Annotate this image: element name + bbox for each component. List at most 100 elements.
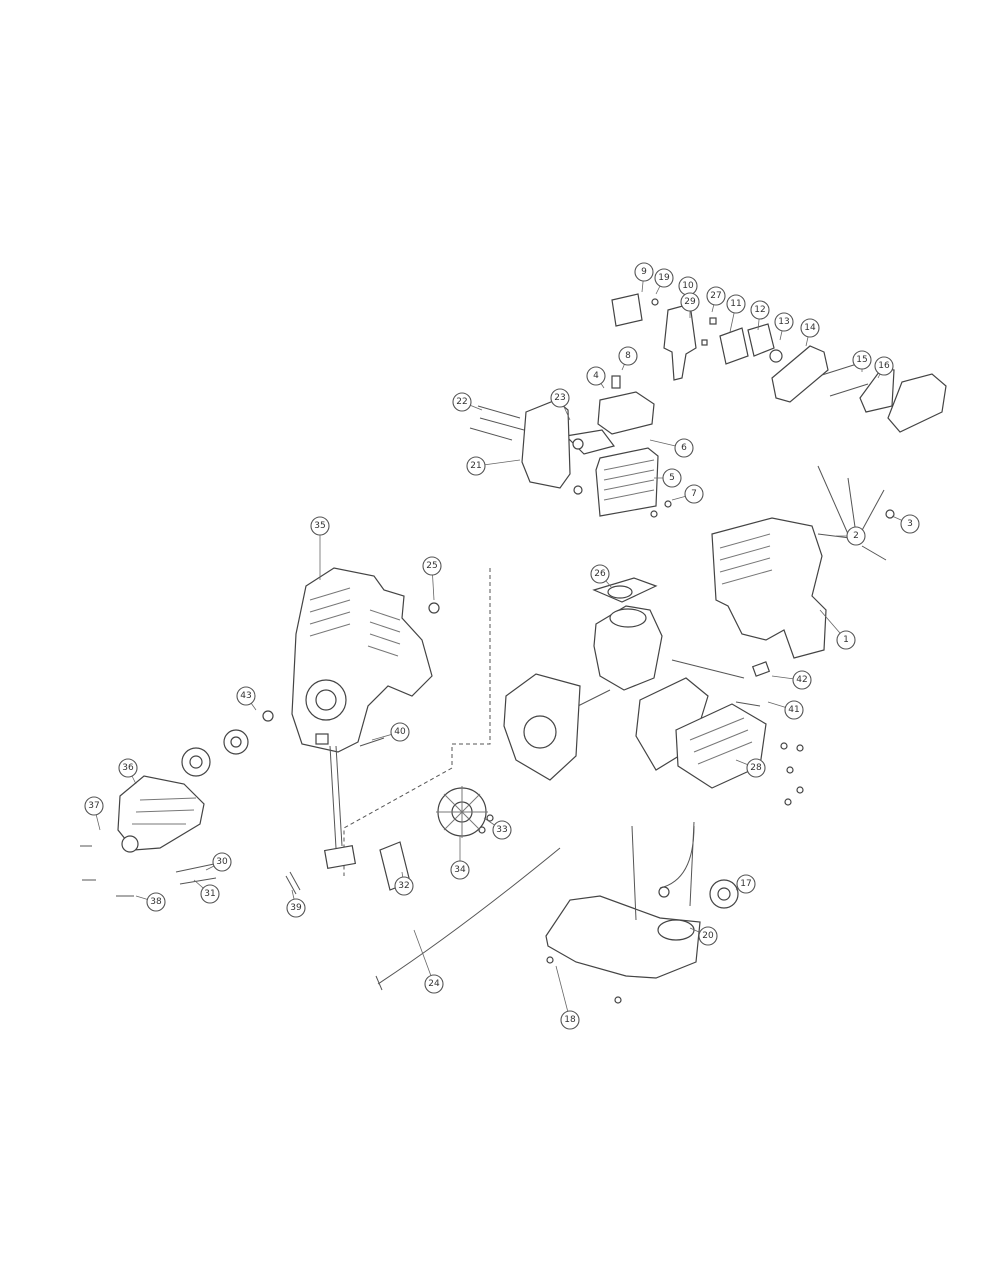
callout-circle-36 — [118, 758, 138, 778]
callout-circle-16 — [874, 356, 894, 376]
callout-2: 2 — [836, 526, 866, 546]
crankcase-assembly — [470, 577, 804, 834]
callout-number-26: 26 — [594, 569, 606, 579]
callout-number-8: 8 — [625, 351, 631, 361]
callout-number-10: 10 — [682, 281, 694, 291]
callout-38: 38 — [135, 892, 166, 912]
callout-number-16: 16 — [878, 361, 890, 371]
callout-4: 4 — [586, 366, 606, 389]
callout-6: 6 — [649, 438, 694, 458]
callout-number-29: 29 — [684, 297, 696, 307]
callout-circle-31 — [200, 884, 220, 904]
callout-circle-37 — [84, 796, 104, 816]
callout-circle-32 — [394, 876, 414, 896]
fuel-tank — [545, 821, 739, 1004]
callout-27: 27 — [706, 286, 726, 313]
callout-circle-39 — [286, 898, 306, 918]
callout-21: 21 — [466, 456, 521, 476]
callout-circle-24 — [424, 974, 444, 994]
callout-circle-13 — [774, 312, 794, 332]
callout-5: 5 — [654, 468, 682, 488]
callout-24: 24 — [413, 929, 444, 994]
callout-29: 29 — [680, 292, 700, 318]
callout-number-37: 37 — [88, 801, 99, 811]
callout-number-36: 36 — [122, 763, 134, 773]
callout-number-38: 38 — [150, 897, 162, 907]
callout-number-13: 13 — [778, 317, 789, 327]
callout-30: 30 — [205, 852, 232, 872]
callout-35: 35 — [310, 516, 330, 580]
callout-circle-6 — [674, 438, 694, 458]
callout-43: 43 — [236, 686, 257, 711]
callout-19: 19 — [654, 268, 674, 295]
callout-number-43: 43 — [240, 691, 251, 701]
callout-31: 31 — [193, 879, 220, 904]
callout-circle-22 — [452, 392, 472, 412]
callout-circle-30 — [212, 852, 232, 872]
callout-number-24: 24 — [428, 979, 440, 989]
callout-42: 42 — [771, 670, 812, 690]
callout-circle-7 — [684, 484, 704, 504]
callout-22: 22 — [452, 392, 483, 412]
callout-number-34: 34 — [454, 865, 466, 875]
callout-circle-34 — [450, 860, 470, 880]
callout-17: 17 — [735, 874, 756, 894]
callout-circle-21 — [466, 456, 486, 476]
callout-28: 28 — [735, 758, 766, 778]
callout-circle-38 — [146, 892, 166, 912]
callout-circle-3 — [900, 514, 920, 534]
callout-number-7: 7 — [691, 489, 697, 499]
callout-number-32: 32 — [398, 881, 409, 891]
callout-circle-43 — [236, 686, 256, 706]
callout-number-12: 12 — [754, 305, 765, 315]
callout-number-27: 27 — [710, 291, 721, 301]
callout-number-18: 18 — [564, 1015, 576, 1025]
callout-41: 41 — [767, 700, 804, 720]
callout-number-39: 39 — [290, 903, 302, 913]
callout-20: 20 — [689, 926, 718, 946]
callout-circle-25 — [422, 556, 442, 576]
callout-15: 15 — [852, 350, 872, 372]
callout-number-21: 21 — [470, 461, 481, 471]
callout-circle-12 — [750, 300, 770, 320]
callout-number-30: 30 — [216, 857, 228, 867]
callout-number-40: 40 — [394, 727, 406, 737]
callout-circle-28 — [746, 758, 766, 778]
callout-circle-20 — [698, 926, 718, 946]
callout-number-1: 1 — [843, 635, 849, 645]
callout-1: 1 — [819, 609, 856, 650]
callout-circle-17 — [736, 874, 756, 894]
callout-9: 9 — [634, 262, 654, 293]
throttle-cable — [375, 847, 561, 991]
callout-12: 12 — [750, 300, 770, 331]
callout-37: 37 — [84, 796, 104, 831]
callout-circle-26 — [590, 564, 610, 584]
callout-number-17: 17 — [740, 879, 751, 889]
callout-circle-14 — [800, 318, 820, 338]
callout-number-33: 33 — [496, 825, 507, 835]
callout-33: 33 — [483, 817, 512, 840]
callout-7: 7 — [671, 484, 704, 504]
callout-circle-35 — [310, 516, 330, 536]
callout-circle-41 — [784, 700, 804, 720]
callout-circle-19 — [654, 268, 674, 288]
callout-circle-1 — [836, 630, 856, 650]
callout-circle-40 — [390, 722, 410, 742]
callout-circle-33 — [492, 820, 512, 840]
callout-circle-29 — [680, 292, 700, 312]
callout-number-6: 6 — [681, 443, 687, 453]
callout-13: 13 — [774, 312, 794, 341]
callout-16: 16 — [874, 356, 894, 379]
callout-number-41: 41 — [788, 705, 799, 715]
callout-number-9: 9 — [641, 267, 647, 277]
callout-14: 14 — [800, 318, 820, 347]
callout-number-31: 31 — [204, 889, 215, 899]
callout-number-35: 35 — [314, 521, 325, 531]
callout-leader-24 — [413, 929, 435, 985]
callout-10: 10 — [678, 276, 698, 305]
callout-circle-15 — [852, 350, 872, 370]
callout-number-5: 5 — [669, 473, 675, 483]
callout-number-2: 2 — [853, 531, 859, 541]
engine-housing — [711, 465, 895, 659]
